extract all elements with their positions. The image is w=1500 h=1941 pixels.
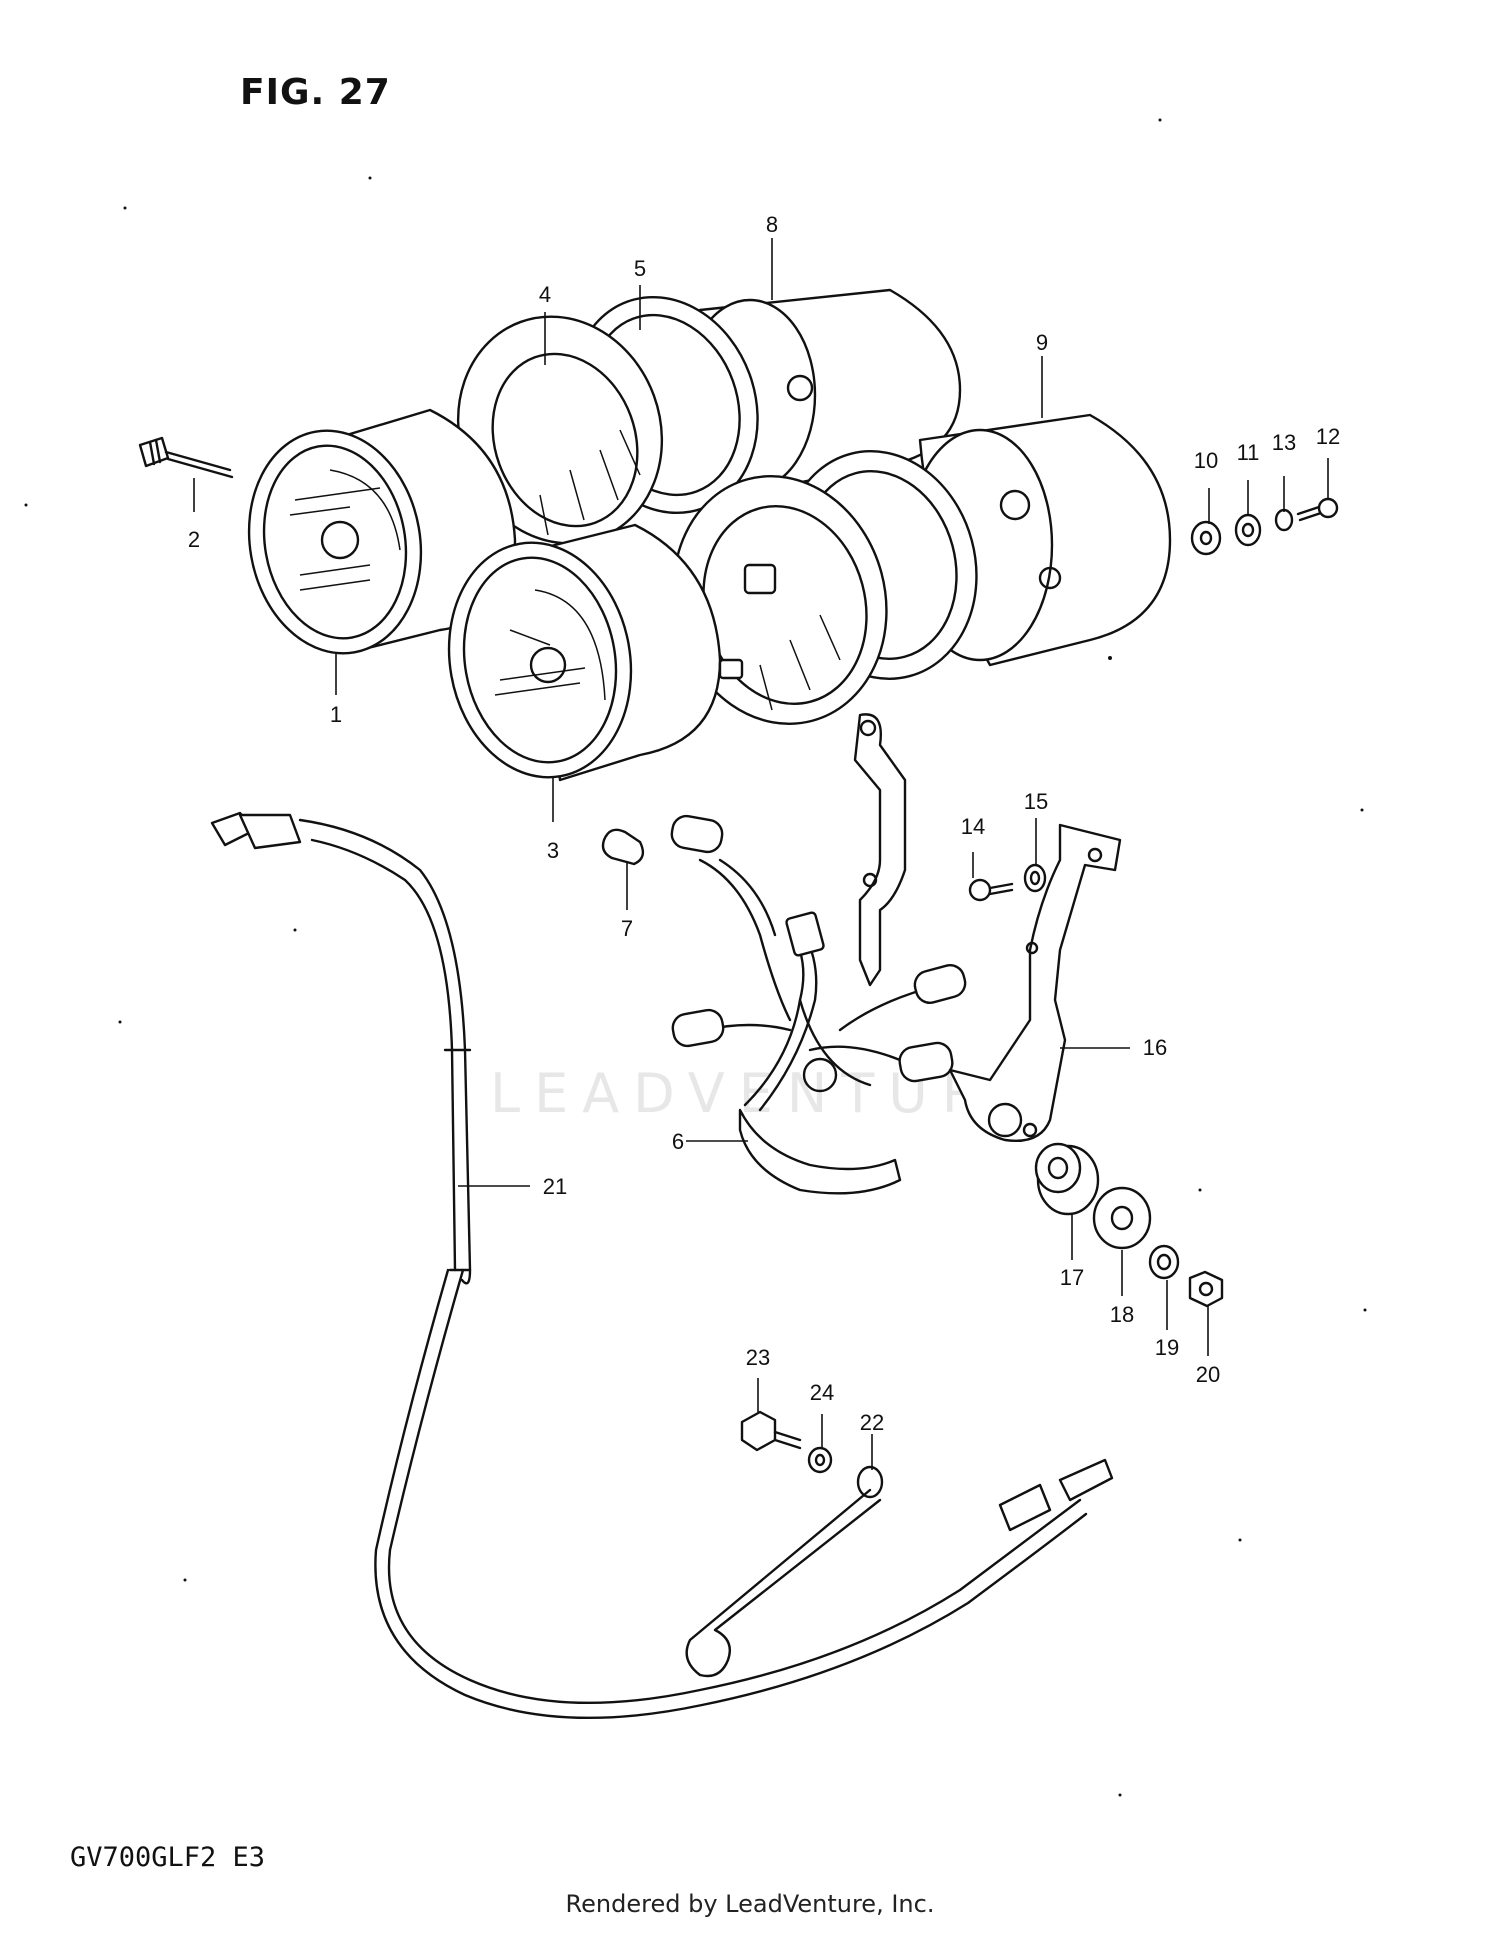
part-18-washer — [1092, 1186, 1152, 1250]
part-7-bulb — [601, 828, 645, 866]
callout-5: 5 — [634, 256, 646, 281]
part-17-grommet — [1034, 1142, 1100, 1216]
callout-3: 3 — [547, 838, 559, 863]
callout-21: 21 — [543, 1174, 567, 1199]
callout-2: 2 — [188, 527, 200, 552]
part-19-lock-washer — [1148, 1244, 1180, 1280]
part-2-reset-knob — [138, 436, 234, 479]
callout-labels: 1 2 3 4 5 8 9 7 14 15 16 6 21 17 18 19 2… — [188, 212, 1340, 1435]
footer-credit: Rendered by LeadVenture, Inc. — [565, 1890, 935, 1918]
part-21-speedometer-cable — [210, 811, 1114, 1720]
part-15-washer — [1023, 863, 1047, 893]
callout-17: 17 — [1060, 1265, 1084, 1290]
part-22-cable-clip — [685, 1465, 884, 1678]
callout-8: 8 — [766, 212, 778, 237]
part-13-washer — [1274, 508, 1294, 532]
part-24-washer — [807, 1446, 833, 1474]
part-3-tachometer — [447, 523, 744, 782]
callout-4: 4 — [539, 282, 551, 307]
callout-20: 20 — [1196, 1362, 1220, 1387]
callout-6: 6 — [672, 1129, 684, 1154]
model-code: GV700GLF2 E3 — [70, 1842, 266, 1873]
callout-1: 1 — [330, 702, 342, 727]
leader-lines — [193, 238, 1329, 1470]
scan-specks — [24, 118, 1367, 1797]
callout-10: 10 — [1194, 448, 1218, 473]
figure-title: FIG. 27 — [240, 72, 391, 113]
callout-7: 7 — [621, 916, 633, 941]
callout-14: 14 — [961, 814, 985, 839]
part-23-bolt — [740, 1410, 802, 1452]
callout-15: 15 — [1024, 789, 1048, 814]
callout-19: 19 — [1155, 1335, 1179, 1360]
callout-23: 23 — [746, 1345, 770, 1370]
part-14-screw — [968, 878, 1014, 902]
part-6-wiring-harness — [670, 814, 967, 1195]
part-11-washer — [1234, 513, 1262, 547]
meter-bracket-upper — [853, 713, 907, 987]
part-16-bracket — [948, 823, 1122, 1142]
part-12-screw — [1296, 497, 1339, 522]
callout-9: 9 — [1036, 330, 1048, 355]
callout-16: 16 — [1143, 1035, 1167, 1060]
callout-22: 22 — [860, 1410, 884, 1435]
callout-18: 18 — [1110, 1302, 1134, 1327]
callout-24: 24 — [810, 1380, 834, 1405]
part-10-nut — [1190, 520, 1222, 556]
callout-13: 13 — [1272, 430, 1296, 455]
callout-12: 12 — [1316, 424, 1340, 449]
callout-11: 11 — [1237, 440, 1260, 465]
part-20-nut — [1188, 1270, 1224, 1308]
